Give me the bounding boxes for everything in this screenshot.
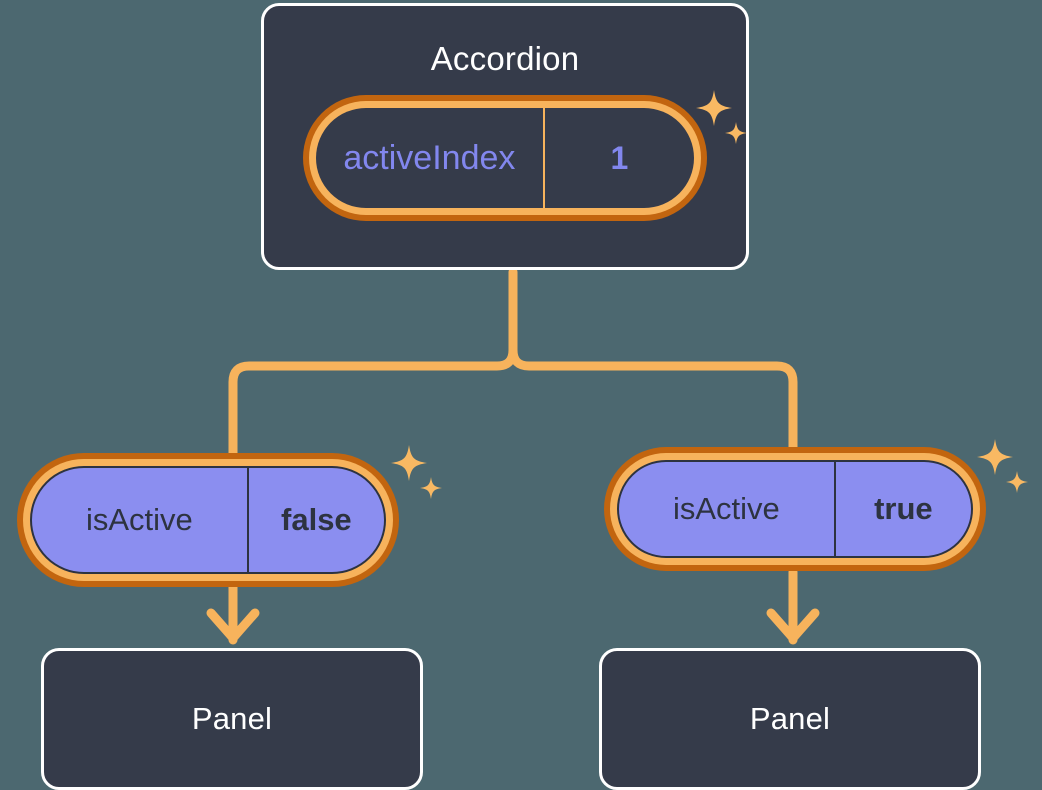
connector-branch-right [508, 345, 798, 460]
state-pill-isactive-false[interactable]: isActive false [17, 453, 399, 587]
arrow-head-right [766, 608, 820, 643]
diagram-canvas: Accordion activeIndex 1 isActive false [17, 3, 1031, 790]
sparkle-large-icon [391, 445, 427, 481]
state-pill-body: activeIndex 1 [316, 108, 694, 208]
sparkle-large-icon [977, 439, 1013, 475]
state-pill-ring: isActive false [23, 459, 393, 581]
state-value-isactive-left: false [281, 502, 352, 537]
state-key-isactive-right: isActive [619, 462, 836, 556]
state-value-activeindex: 1 [610, 139, 629, 176]
arrow-head-left [206, 608, 260, 643]
connector-branch-left [228, 345, 518, 460]
panel-title-right: Panel [749, 700, 831, 736]
sparkles-icon [975, 437, 1031, 499]
sparkle-small-icon [1006, 471, 1028, 493]
state-pill-isactive-true[interactable]: isActive true [604, 447, 986, 571]
state-pill-body: isActive true [617, 460, 973, 558]
state-pill-activeindex[interactable]: activeIndex 1 [303, 95, 707, 221]
state-key-activeindex: activeIndex [316, 108, 545, 208]
state-pill-body: isActive false [30, 466, 386, 574]
state-pill-ring: activeIndex 1 [309, 101, 701, 215]
sparkle-small-icon [420, 477, 442, 499]
panel-title-left: Panel [191, 700, 273, 736]
state-key-isactive-left: isActive [32, 468, 249, 572]
panel-component-card-left[interactable]: Panel [41, 648, 423, 790]
sparkles-icon [389, 443, 445, 505]
state-value-isactive-right: true [874, 491, 933, 526]
state-pill-ring: isActive true [610, 453, 980, 565]
panel-component-card-right[interactable]: Panel [599, 648, 981, 790]
accordion-title: Accordion [430, 40, 580, 77]
